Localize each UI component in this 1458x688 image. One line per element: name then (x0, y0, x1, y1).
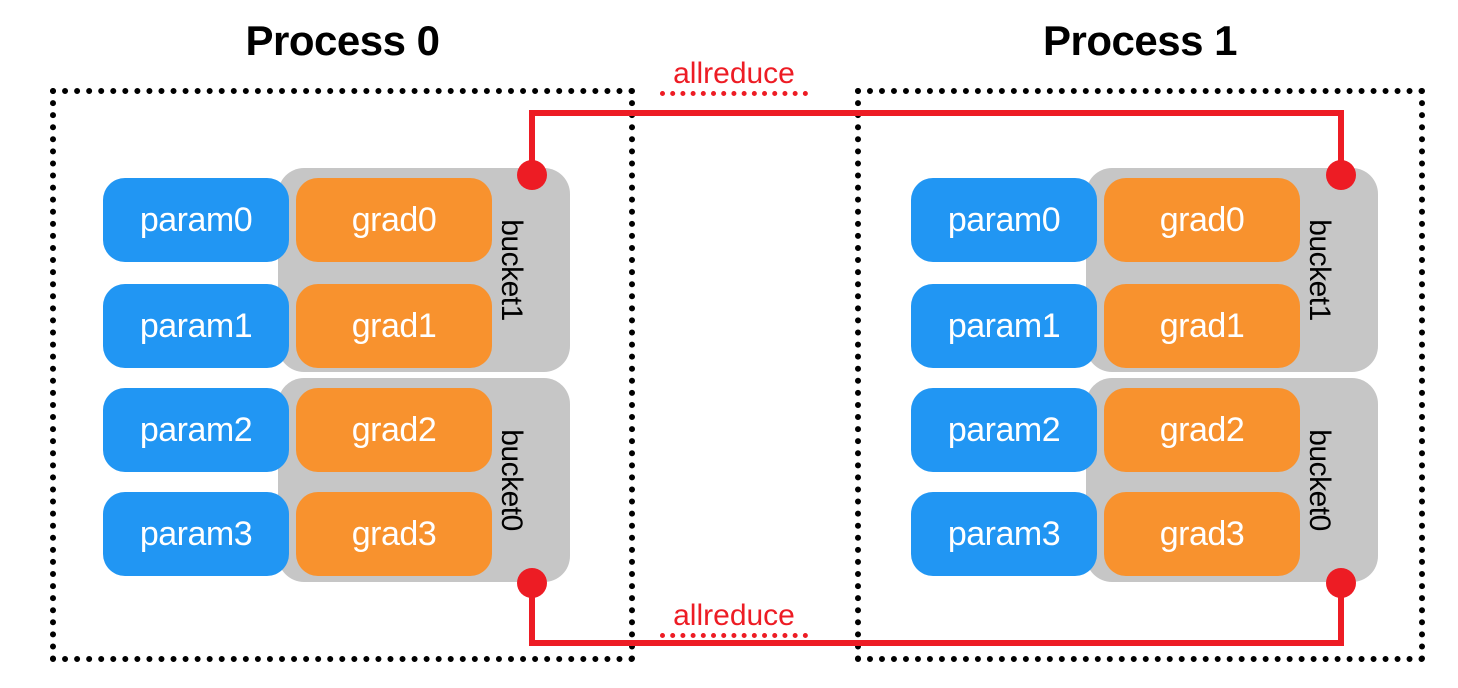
process-1-boundary (855, 88, 1425, 662)
process-1-grad0: grad0 (1104, 178, 1300, 262)
process-0-param2: param2 (103, 388, 289, 472)
allreduce-top-node-process-0 (517, 160, 547, 190)
process-1-grad1: grad1 (1104, 284, 1300, 368)
allreduce-top-wire-horizontal (529, 110, 1344, 116)
process-0-param0: param0 (103, 178, 289, 262)
process-1-grad2: grad2 (1104, 388, 1300, 472)
process-1-param0: param0 (911, 178, 1097, 262)
process-0-grad0: grad0 (296, 178, 492, 262)
allreduce-bottom-node-process-0 (517, 568, 547, 598)
allreduce-bottom-wire-right-vertical (1338, 578, 1344, 646)
process-0-title: Process 0 (245, 17, 440, 64)
allreduce-bottom-node-process-1 (1326, 568, 1356, 598)
process-0-bucket1-label: bucket1 (495, 219, 529, 321)
process-0-param3: param3 (103, 492, 289, 576)
process-0-grad3: grad3 (296, 492, 492, 576)
process-0-grad2: grad2 (296, 388, 492, 472)
process-1-bucket1-label: bucket1 (1303, 219, 1337, 321)
process-0-param1: param1 (103, 284, 289, 368)
process-1-param1: param1 (911, 284, 1097, 368)
process-1-param3: param3 (911, 492, 1097, 576)
allreduce-top-label: allreduce (660, 58, 808, 96)
process-1-grad3: grad3 (1104, 492, 1300, 576)
process-0-grad1: grad1 (296, 284, 492, 368)
process-1-bucket0-label: bucket0 (1303, 429, 1337, 531)
allreduce-bottom-wire-left-vertical (529, 578, 535, 646)
allreduce-bottom-wire-horizontal (529, 640, 1344, 646)
process-1-title: Process 1 (1043, 17, 1237, 64)
process-0-bucket0-label: bucket0 (495, 429, 529, 531)
process-1-param2: param2 (911, 388, 1097, 472)
allreduce-top-wire-left-vertical (529, 110, 535, 175)
allreduce-top-node-process-1 (1326, 160, 1356, 190)
allreduce-bottom-label: allreduce (660, 600, 808, 638)
process-0-boundary (50, 88, 635, 662)
allreduce-top-wire-right-vertical (1338, 110, 1344, 175)
